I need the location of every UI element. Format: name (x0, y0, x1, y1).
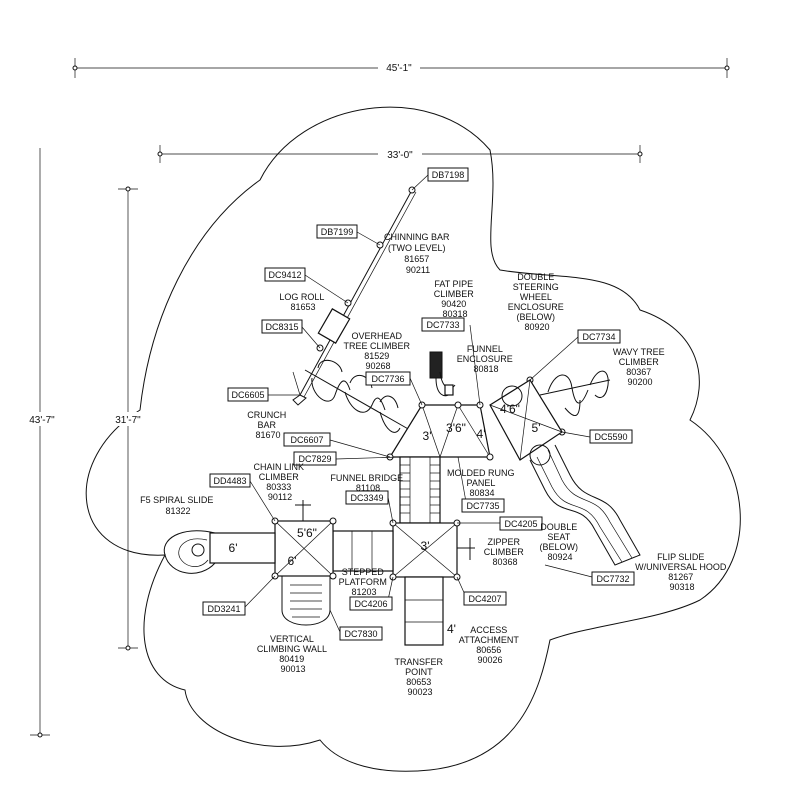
inner-width-dimension: 33'-0" (157, 145, 643, 163)
vertical-climbing-wall (281, 576, 331, 626)
code-dc6607: DC6607 (290, 435, 323, 445)
label-transfer-point: TRANSFER POINT 80653 90023 (394, 657, 445, 697)
label-chain-link-climber: CHAIN LINK CLIMBER 80333 90112 (253, 462, 306, 502)
overhead-tree-climber (304, 359, 411, 433)
code-dc7736: DC7736 (371, 374, 404, 384)
overall-height-dimension: 43'-7" (22, 148, 62, 738)
deck-size-left-b: 6' (288, 554, 297, 568)
label-crunch-bar: CRUNCH BAR 81670 (247, 410, 289, 440)
label-log-roll: LOG ROLL 81653 (279, 292, 326, 312)
deck-size-left-deck: 5'6" (297, 526, 317, 540)
label-molded-rung-panel: MOLDED RUNG PANEL 80834 (447, 468, 517, 498)
label-access-attachment: ACCESS ATTACHMENT 80656 90026 (459, 625, 522, 665)
code-dc4206: DC4206 (354, 599, 387, 609)
label-flip-slide: FLIP SLIDE W/UNIVERSAL HOOD 81267 90318 (635, 552, 729, 592)
inner-height-dimension: 31'-7" (108, 186, 148, 651)
code-dc6605: DC6605 (231, 390, 264, 400)
part-code-boxes: DB7198 DB7199 DC9412 DC8315 DC6605 DC660… (202, 167, 635, 641)
code-dc3349: DC3349 (350, 493, 383, 503)
chinning-bar-assembly (292, 186, 417, 406)
code-dc7830: DC7830 (344, 629, 377, 639)
code-dc4207: DC4207 (468, 594, 501, 604)
label-funnel-enclosure: FUNNEL ENCLOSURE 80818 (457, 344, 516, 374)
leader-lines (244, 174, 593, 633)
overall-height-label: 43'-7" (29, 415, 55, 426)
deck-size-top-b: 3'6" (446, 421, 466, 435)
flip-slide (529, 444, 641, 566)
label-f5-spiral-slide: F5 SPIRAL SLIDE 81322 (140, 495, 216, 516)
code-dc7735: DC7735 (466, 501, 499, 511)
label-double-steering-wheel: DOUBLE STEERING WHEEL ENCLOSURE (BELOW) … (508, 272, 567, 332)
wavy-tree-climber (539, 370, 611, 416)
code-dc7734: DC7734 (582, 332, 615, 342)
access-attachment: 4' (404, 576, 456, 646)
inner-height-label: 31'-7" (115, 415, 141, 426)
label-zipper-climber: ZIPPER CLIMBER 80368 (484, 537, 527, 567)
component-labels: CHINNING BAR (TWO LEVEL) 81657 90211 LOG… (140, 232, 729, 697)
code-dd3241: DD3241 (207, 604, 240, 614)
code-dd4483: DD4483 (213, 476, 246, 486)
center-deck: 3' (389, 519, 475, 581)
overall-width-dimension: 45'-1" (72, 58, 730, 78)
fat-pipe-climber (429, 351, 456, 397)
deck-size-left-a: 6' (229, 541, 238, 555)
f5-spiral-slide: 6' (163, 530, 276, 574)
code-dc4205: DC4205 (504, 519, 537, 529)
funnel-bridge (399, 456, 441, 524)
code-dc7733: DC7733 (426, 320, 459, 330)
label-vertical-climbing-wall: VERTICAL CLIMBING WALL 80419 90013 (257, 634, 329, 674)
label-overhead-tree-climber: OVERHEAD TREE CLIMBER 81529 90268 (343, 331, 412, 371)
steering-wheel-enclosure (501, 385, 523, 407)
code-dc8315: DC8315 (265, 322, 298, 332)
code-dc5590: DC5590 (594, 432, 627, 442)
label-funnel-bridge: FUNNEL BRIDGE 81108 (330, 473, 405, 493)
inner-width-label: 33'-0" (387, 150, 413, 161)
deck-size-center: 3' (421, 539, 430, 553)
deck-size-top-c: 4' (477, 427, 486, 441)
label-wavy-tree-climber: WAVY TREE CLIMBER 80367 90200 (613, 347, 667, 387)
stepped-platform (332, 530, 394, 572)
left-deck: 5'6" 6' (271, 500, 337, 580)
deck-size-bottom: 4' (447, 622, 456, 636)
code-dc7732: DC7732 (596, 574, 629, 584)
code-dc7829: DC7829 (298, 454, 331, 464)
deck-size-right: 5' (532, 421, 541, 435)
label-double-seat: DOUBLE SEAT (BELOW) 80924 (539, 522, 580, 562)
code-db7198: DB7198 (432, 170, 465, 180)
label-stepped-platform: STEPPED PLATFORM 81203 (339, 567, 390, 597)
top-deck-cluster: 3' 3'6" 4' 4'6" 5' (386, 376, 566, 461)
safety-zone-boundary (85, 106, 741, 772)
overall-width-label: 45'-1" (386, 63, 412, 74)
code-dc9412: DC9412 (268, 270, 301, 280)
deck-size-top-a: 3' (423, 429, 432, 443)
code-db7199: DB7199 (321, 227, 354, 237)
label-chinning-bar: CHINNING BAR (TWO LEVEL) 81657 90211 (384, 232, 452, 275)
label-fat-pipe-climber: FAT PIPE CLIMBER 90420 80318 (434, 279, 477, 319)
